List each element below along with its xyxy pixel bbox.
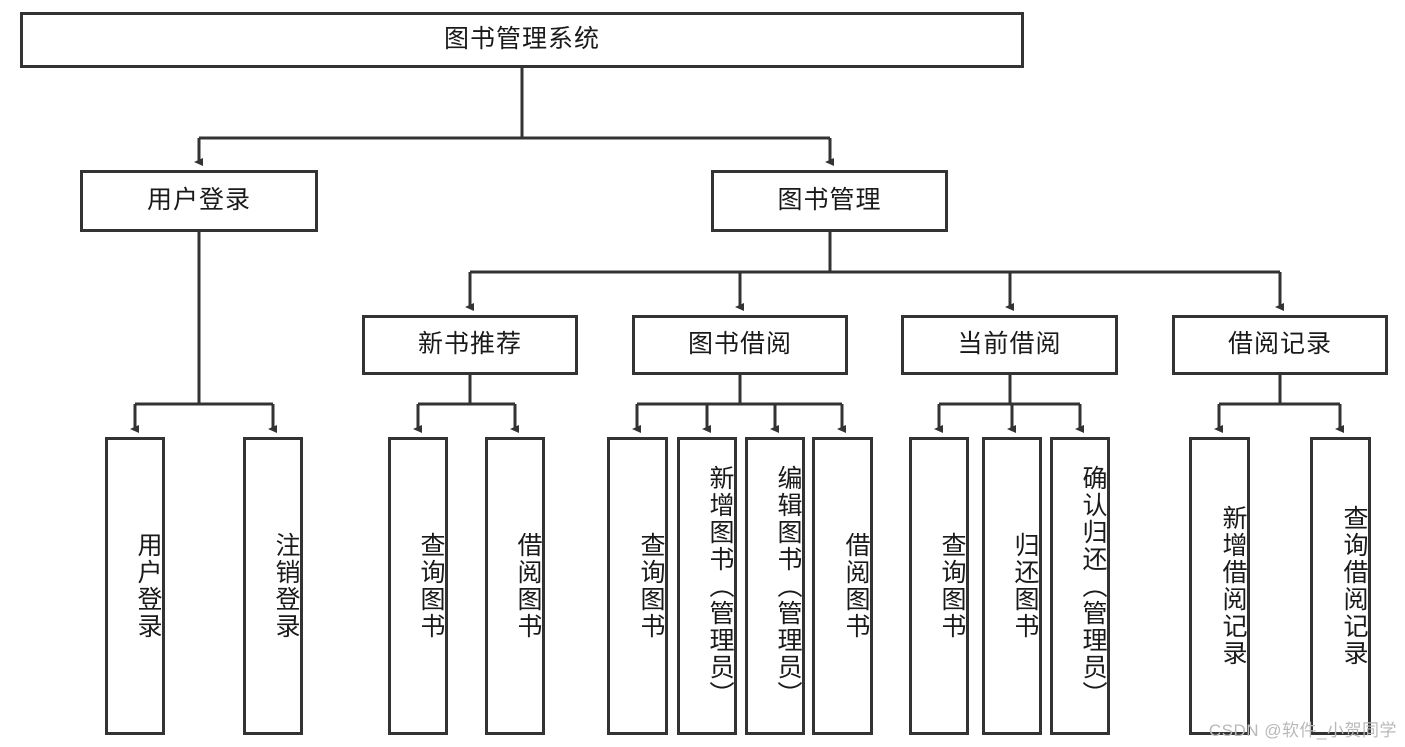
node-leaf-edit-book-admin-label: 编辑图书（管理员） xyxy=(774,464,802,708)
edges-bookborrow-to-leaves xyxy=(632,375,846,433)
node-leaf-query-borrow-record-label: 查询借阅记录 xyxy=(1340,505,1368,667)
node-leaf-add-borrow-record[interactable]: 新增借阅记录 xyxy=(1189,437,1250,735)
node-leaf-return-book-label: 归还图书 xyxy=(1011,532,1039,640)
node-leaf-borrow-book-1[interactable]: 借阅图书 xyxy=(485,437,545,735)
edges-borrowrecord-to-leaves xyxy=(1214,375,1344,433)
node-leaf-user-login[interactable]: 用户登录 xyxy=(105,437,165,735)
node-leaf-add-book-admin-label: 新增图书（管理员） xyxy=(706,464,734,708)
node-current-borrow-label: 当前借阅 xyxy=(957,330,1062,359)
node-leaf-query-book-1[interactable]: 查询图书 xyxy=(388,437,448,735)
node-root[interactable]: 图书管理系统 xyxy=(20,12,1024,68)
node-leaf-edit-book-admin[interactable]: 编辑图书（管理员） xyxy=(745,437,805,735)
node-book-borrow-label: 图书借阅 xyxy=(687,330,792,359)
node-user-login[interactable]: 用户登录 xyxy=(80,170,318,232)
node-borrow-record[interactable]: 借阅记录 xyxy=(1172,315,1388,375)
node-book-borrow[interactable]: 图书借阅 xyxy=(632,315,848,375)
node-leaf-borrow-book-2-label: 借阅图书 xyxy=(842,532,870,640)
edges-newbook-to-leaves xyxy=(413,375,519,433)
node-leaf-add-book-admin[interactable]: 新增图书（管理员） xyxy=(677,437,737,735)
node-book-manage-label: 图书管理 xyxy=(777,186,882,215)
node-root-label: 图书管理系统 xyxy=(443,25,600,54)
node-leaf-user-login-label: 用户登录 xyxy=(134,532,162,640)
node-user-login-label: 用户登录 xyxy=(146,186,251,215)
node-book-manage[interactable]: 图书管理 xyxy=(711,170,948,232)
node-leaf-borrow-book-1-label: 借阅图书 xyxy=(514,532,542,640)
node-leaf-query-borrow-record[interactable]: 查询借阅记录 xyxy=(1310,437,1371,735)
node-leaf-confirm-return-admin-label: 确认归还（管理员） xyxy=(1079,464,1107,708)
watermark-text: CSDN @软件_小贺同学 xyxy=(1208,721,1397,740)
edges-bookmanage-to-level3 xyxy=(465,232,1284,311)
node-new-book-recommend-label: 新书推荐 xyxy=(417,330,522,359)
node-leaf-borrow-book-2[interactable]: 借阅图书 xyxy=(812,437,873,735)
edges-root-to-level2 xyxy=(194,68,834,166)
edges-userlogin-to-leaves xyxy=(130,232,277,433)
node-leaf-query-book-3-label: 查询图书 xyxy=(938,532,966,640)
node-leaf-query-book-2-label: 查询图书 xyxy=(637,532,665,640)
node-leaf-query-book-2[interactable]: 查询图书 xyxy=(607,437,668,735)
node-leaf-query-book-3[interactable]: 查询图书 xyxy=(909,437,969,735)
node-leaf-confirm-return-admin[interactable]: 确认归还（管理员） xyxy=(1050,437,1110,735)
node-leaf-return-book[interactable]: 归还图书 xyxy=(982,437,1042,735)
node-leaf-query-book-1-label: 查询图书 xyxy=(417,532,445,640)
node-leaf-logout-label: 注销登录 xyxy=(272,532,300,640)
edges-currentborrow-to-leaves xyxy=(934,375,1084,433)
node-current-borrow[interactable]: 当前借阅 xyxy=(901,315,1118,375)
node-new-book-recommend[interactable]: 新书推荐 xyxy=(362,315,578,375)
node-leaf-add-borrow-record-label: 新增借阅记录 xyxy=(1219,505,1247,667)
node-leaf-logout[interactable]: 注销登录 xyxy=(243,437,303,735)
node-borrow-record-label: 借阅记录 xyxy=(1227,330,1332,359)
